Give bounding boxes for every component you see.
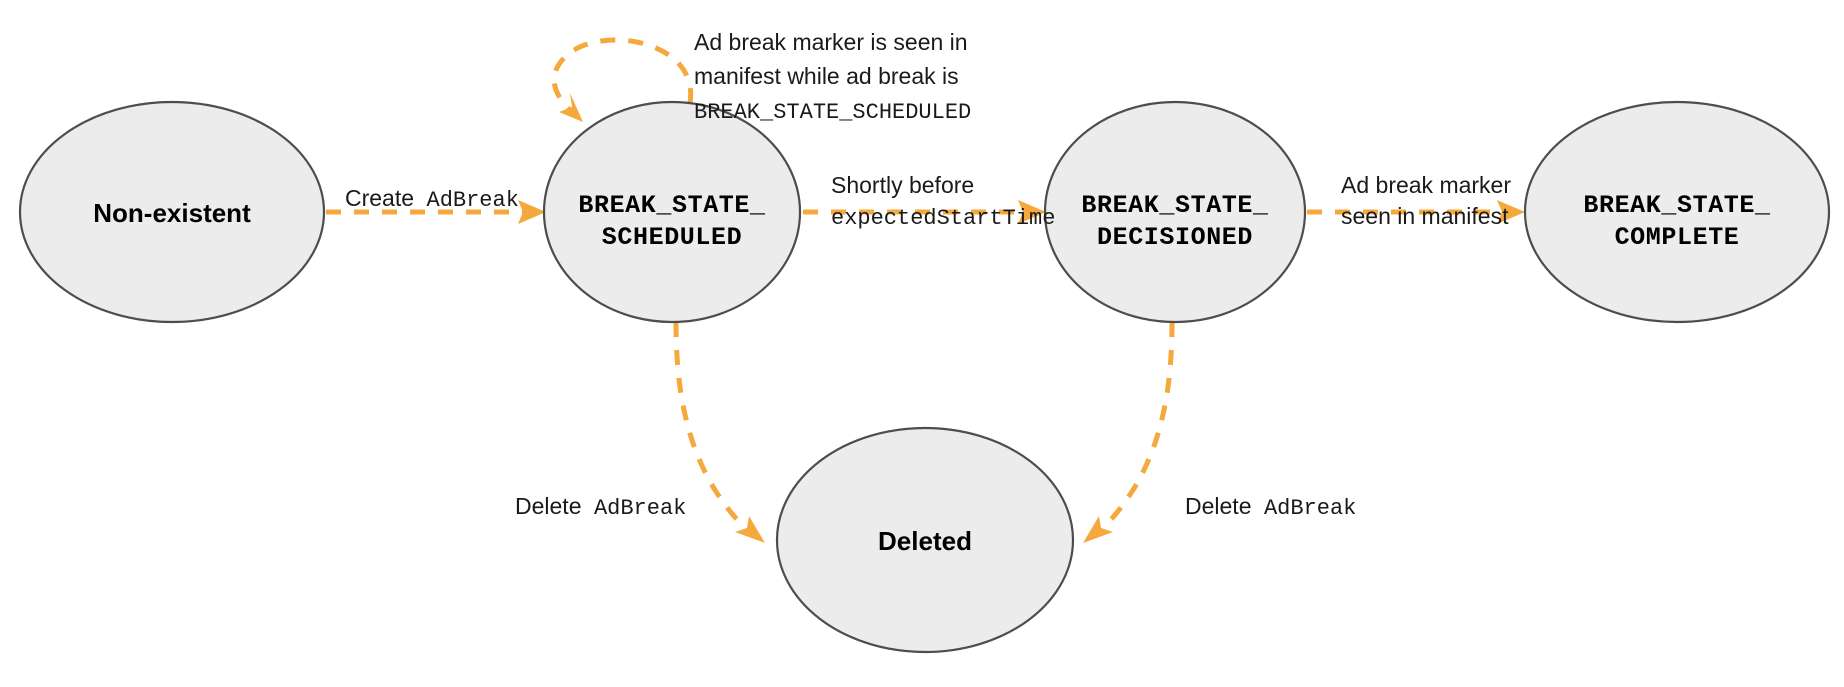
edge-delete-adbreak-from-decisioned-arrowhead bbox=[1083, 516, 1113, 543]
edge-delete-adbreak-from-decisioned-label-mono: AdBreak bbox=[1264, 496, 1356, 521]
node-break-state-scheduled[interactable]: BREAK_STATE_ SCHEDULED bbox=[542, 100, 802, 324]
node-break-state-complete-label-line2: COMPLETE bbox=[1615, 223, 1740, 252]
edge-shortly-before-label-line1: Shortly before bbox=[831, 172, 974, 198]
edge-shortly-before-label-line2: expectedStartTime bbox=[831, 206, 1055, 231]
edge-delete-adbreak-from-scheduled-label: Delete AdBreak bbox=[515, 493, 686, 521]
edge-create-adbreak-label: Create AdBreak bbox=[345, 185, 519, 213]
edge-delete-adbreak-from-decisioned-label: Delete AdBreak bbox=[1185, 493, 1356, 521]
edge-marker-seen-self-loop-label-line2: manifest while ad break is bbox=[694, 63, 959, 89]
node-break-state-decisioned-label-line2: DECISIONED bbox=[1097, 223, 1253, 252]
edge-create-adbreak[interactable] bbox=[326, 200, 546, 224]
node-break-state-decisioned[interactable]: BREAK_STATE_ DECISIONED bbox=[1043, 100, 1307, 324]
edge-ad-break-marker-seen-arrowhead bbox=[1497, 200, 1525, 224]
edge-marker-seen-self-loop-label-line3: BREAK_STATE_SCHEDULED bbox=[694, 100, 971, 125]
edge-delete-adbreak-from-decisioned[interactable] bbox=[1083, 321, 1175, 543]
node-deleted[interactable]: Deleted bbox=[775, 426, 1075, 654]
node-break-state-complete-shape bbox=[1523, 100, 1831, 324]
edge-create-adbreak-arrowhead bbox=[518, 200, 546, 224]
node-break-state-scheduled-label-line2: SCHEDULED bbox=[602, 223, 742, 252]
node-deleted-shape bbox=[775, 426, 1075, 654]
edge-ad-break-marker-seen-label-line2: seen in manifest bbox=[1341, 203, 1509, 229]
edge-delete-adbreak-from-decisioned-label-sans: Delete bbox=[1185, 493, 1251, 519]
edge-marker-seen-self-loop[interactable] bbox=[551, 37, 694, 122]
node-break-state-scheduled-label-line1: BREAK_STATE_ bbox=[578, 191, 766, 220]
node-break-state-decisioned-label-line1: BREAK_STATE_ bbox=[1081, 191, 1269, 220]
node-break-state-complete-label-line1: BREAK_STATE_ bbox=[1583, 191, 1771, 220]
edge-delete-adbreak-from-scheduled-arrowhead bbox=[735, 516, 765, 543]
node-break-state-complete[interactable]: BREAK_STATE_ COMPLETE bbox=[1523, 100, 1831, 324]
edge-marker-seen-self-loop-arrowhead bbox=[559, 93, 583, 122]
edge-create-adbreak-label-mono: AdBreak bbox=[427, 188, 519, 213]
edge-marker-seen-self-loop-label-line1: Ad break marker is seen in bbox=[694, 29, 968, 55]
edge-shortly-before[interactable] bbox=[803, 200, 1046, 224]
edge-delete-adbreak-from-scheduled-label-sans: Delete bbox=[515, 493, 581, 519]
edge-ad-break-marker-seen-label: Ad break marker seen in manifest bbox=[1341, 172, 1511, 229]
node-non-existent[interactable]: Non-existent bbox=[18, 100, 326, 324]
edge-shortly-before-label: Shortly before expectedStartTime bbox=[831, 172, 1055, 231]
node-break-state-decisioned-shape bbox=[1043, 100, 1307, 324]
node-non-existent-shape bbox=[18, 100, 326, 324]
node-non-existent-label: Non-existent bbox=[93, 198, 251, 228]
edge-delete-adbreak-from-scheduled[interactable] bbox=[673, 321, 765, 543]
edge-ad-break-marker-seen-label-line1: Ad break marker bbox=[1341, 172, 1511, 198]
node-deleted-label: Deleted bbox=[878, 526, 972, 556]
edge-delete-adbreak-from-scheduled-line bbox=[673, 321, 744, 527]
edge-delete-adbreak-from-scheduled-label-mono: AdBreak bbox=[594, 496, 686, 521]
edge-marker-seen-self-loop-line bbox=[551, 37, 694, 114]
node-break-state-scheduled-shape bbox=[542, 100, 802, 324]
edge-create-adbreak-label-sans: Create bbox=[345, 185, 414, 211]
edge-ad-break-marker-seen[interactable] bbox=[1307, 200, 1525, 224]
edge-marker-seen-self-loop-label: Ad break marker is seen in manifest whil… bbox=[694, 29, 971, 125]
edge-shortly-before-arrowhead bbox=[1018, 200, 1046, 224]
edge-delete-adbreak-from-decisioned-line bbox=[1104, 321, 1175, 527]
